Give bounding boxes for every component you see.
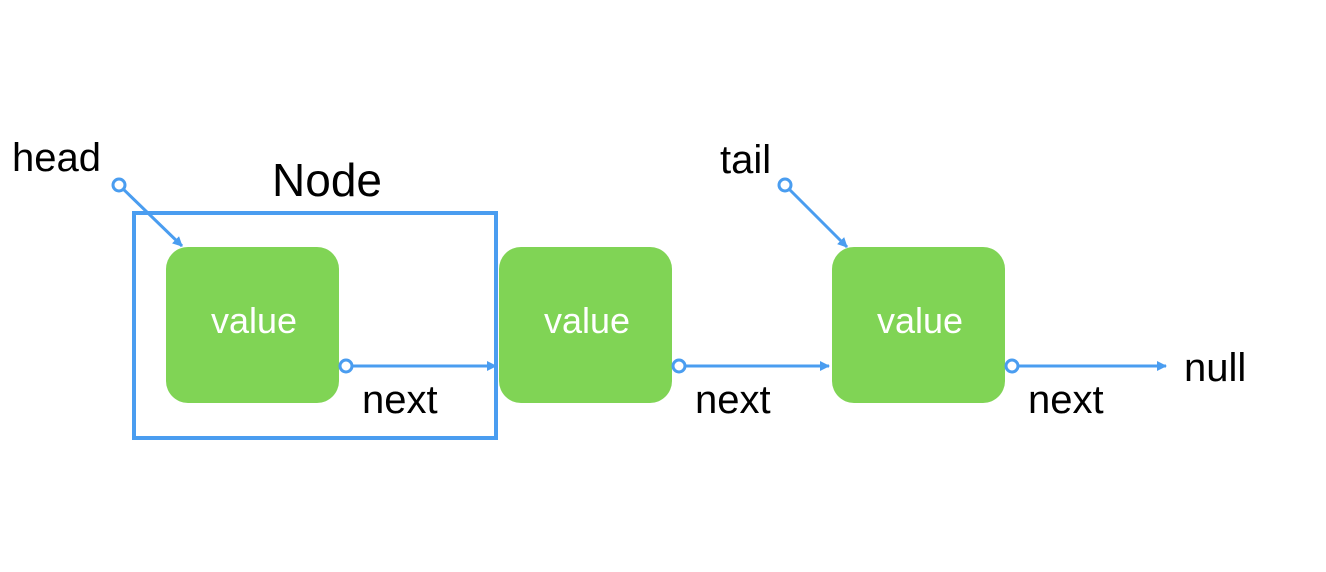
node-3-value-label: value <box>877 300 963 341</box>
null-label: null <box>1184 346 1246 390</box>
node-2-next-label: next <box>695 378 771 422</box>
node-2-next-pointer <box>671 358 687 374</box>
node-2-value-label: value <box>544 300 630 341</box>
node-3-value-box <box>832 247 1005 403</box>
node-1-value-label: value <box>211 300 297 341</box>
node-title: Node <box>272 154 382 206</box>
head-pointer-origin <box>111 177 127 193</box>
tail-label: tail <box>720 138 771 182</box>
node-1-next-pointer <box>338 358 354 374</box>
tail-arrow <box>783 183 849 249</box>
node-1-next-label: next <box>362 378 438 422</box>
tail-pointer-origin <box>777 177 793 193</box>
node-3-next-label: next <box>1028 378 1104 422</box>
node-frame <box>132 211 498 440</box>
node-3-next-pointer <box>1004 358 1020 374</box>
head-label: head <box>12 136 101 180</box>
node-1-value-box <box>166 247 339 403</box>
node-2-value-box <box>499 247 672 403</box>
head-arrow <box>117 183 184 248</box>
